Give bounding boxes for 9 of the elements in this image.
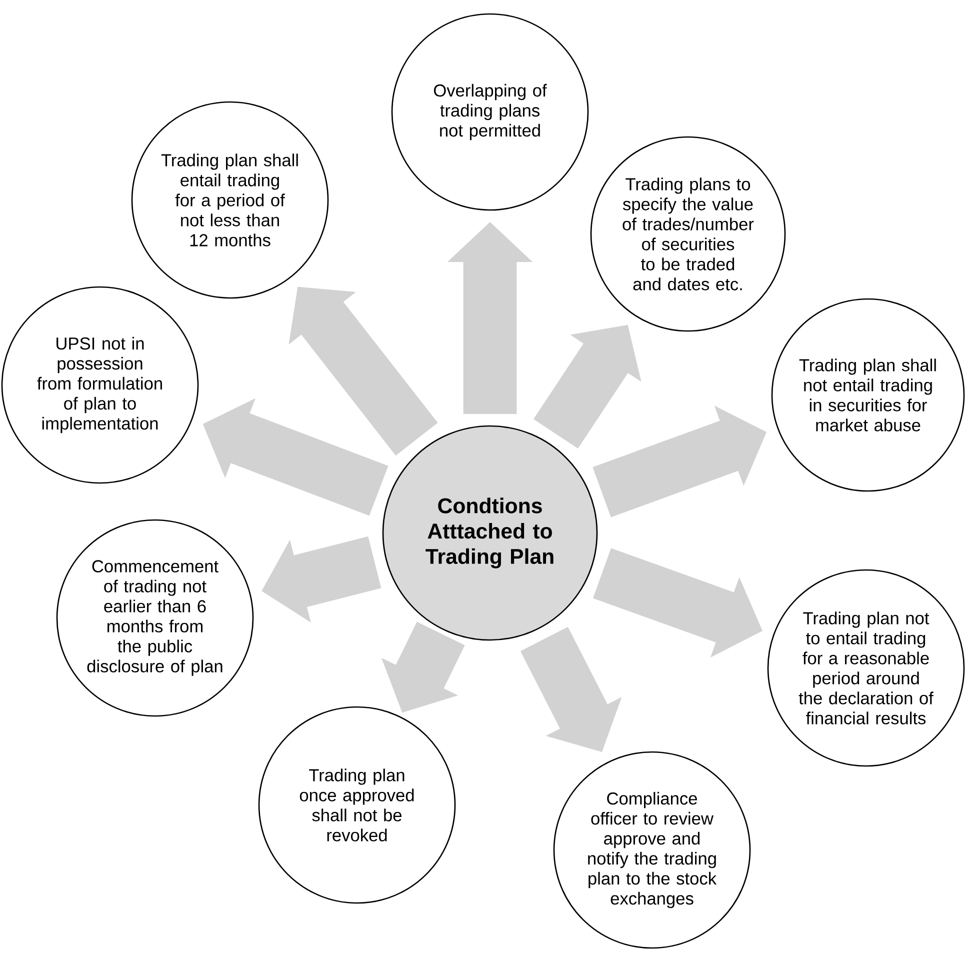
block-arrow (381, 622, 465, 713)
block-arrow (533, 324, 642, 449)
block-arrow (592, 406, 767, 518)
block-arrow (520, 626, 622, 752)
block-arrow (288, 286, 438, 456)
block-arrow (447, 222, 533, 414)
block-arrow (262, 536, 382, 622)
block-arrow (202, 398, 388, 516)
block-arrow (593, 548, 762, 658)
